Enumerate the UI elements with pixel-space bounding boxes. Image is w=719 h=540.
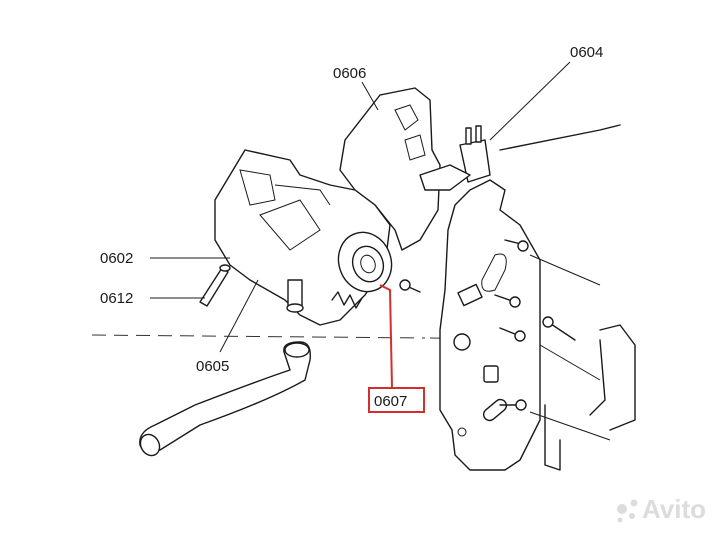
pin-part [199, 267, 229, 307]
plate-tab [457, 283, 483, 307]
leader-dash [539, 344, 601, 381]
plate-slot [481, 253, 507, 292]
watermark-dot-icon [617, 504, 627, 514]
screw-group [399, 239, 576, 411]
leader-0604 [489, 61, 571, 141]
leader-dash [529, 254, 601, 286]
highlight-box-0607 [368, 387, 425, 413]
body-edge [274, 184, 331, 206]
frame-bracket [599, 324, 636, 431]
watermark-dot-icon [630, 499, 638, 507]
housing-detail [394, 104, 419, 131]
connector-pin-2 [475, 125, 482, 143]
plate-boss [483, 365, 499, 383]
watermark-dot-icon [629, 513, 635, 519]
housing-detail [404, 134, 426, 161]
label-0604: 0604 [570, 44, 603, 61]
mounting-plate [439, 179, 541, 471]
frame-post [544, 404, 561, 471]
outlet-nozzle-end [286, 303, 304, 313]
bearing-hub [360, 254, 376, 274]
pin-head [219, 264, 231, 272]
label-0606: 0606 [333, 65, 366, 82]
leader-dash [529, 411, 611, 441]
drain-hose-end [139, 433, 161, 457]
plate-hole [453, 333, 471, 351]
label-0605: 0605 [196, 358, 229, 375]
leader-0607-highlight [379, 284, 393, 389]
label-0607: 0607 [374, 393, 407, 410]
spring [331, 291, 363, 309]
watermark-text: Avito [642, 494, 706, 524]
connector-pin-1 [465, 127, 472, 145]
watermark-dot-icon [617, 517, 623, 523]
leader-0605 [219, 279, 259, 353]
body-detail [259, 199, 321, 251]
bearing-ring-inner [351, 245, 385, 283]
housing-outlet [419, 164, 471, 191]
label-0612: 0612 [100, 290, 133, 307]
leader-0606 [361, 81, 379, 111]
drain-hose-fitting [284, 342, 310, 358]
avito-watermark: Avito [617, 494, 706, 524]
center-axis-line [91, 334, 426, 339]
body-detail [239, 169, 276, 206]
frame-edge [499, 124, 621, 151]
frame-rib [589, 339, 606, 416]
drain-hose [139, 341, 311, 454]
plate-small-hole [457, 427, 467, 437]
label-0602: 0602 [100, 250, 133, 267]
